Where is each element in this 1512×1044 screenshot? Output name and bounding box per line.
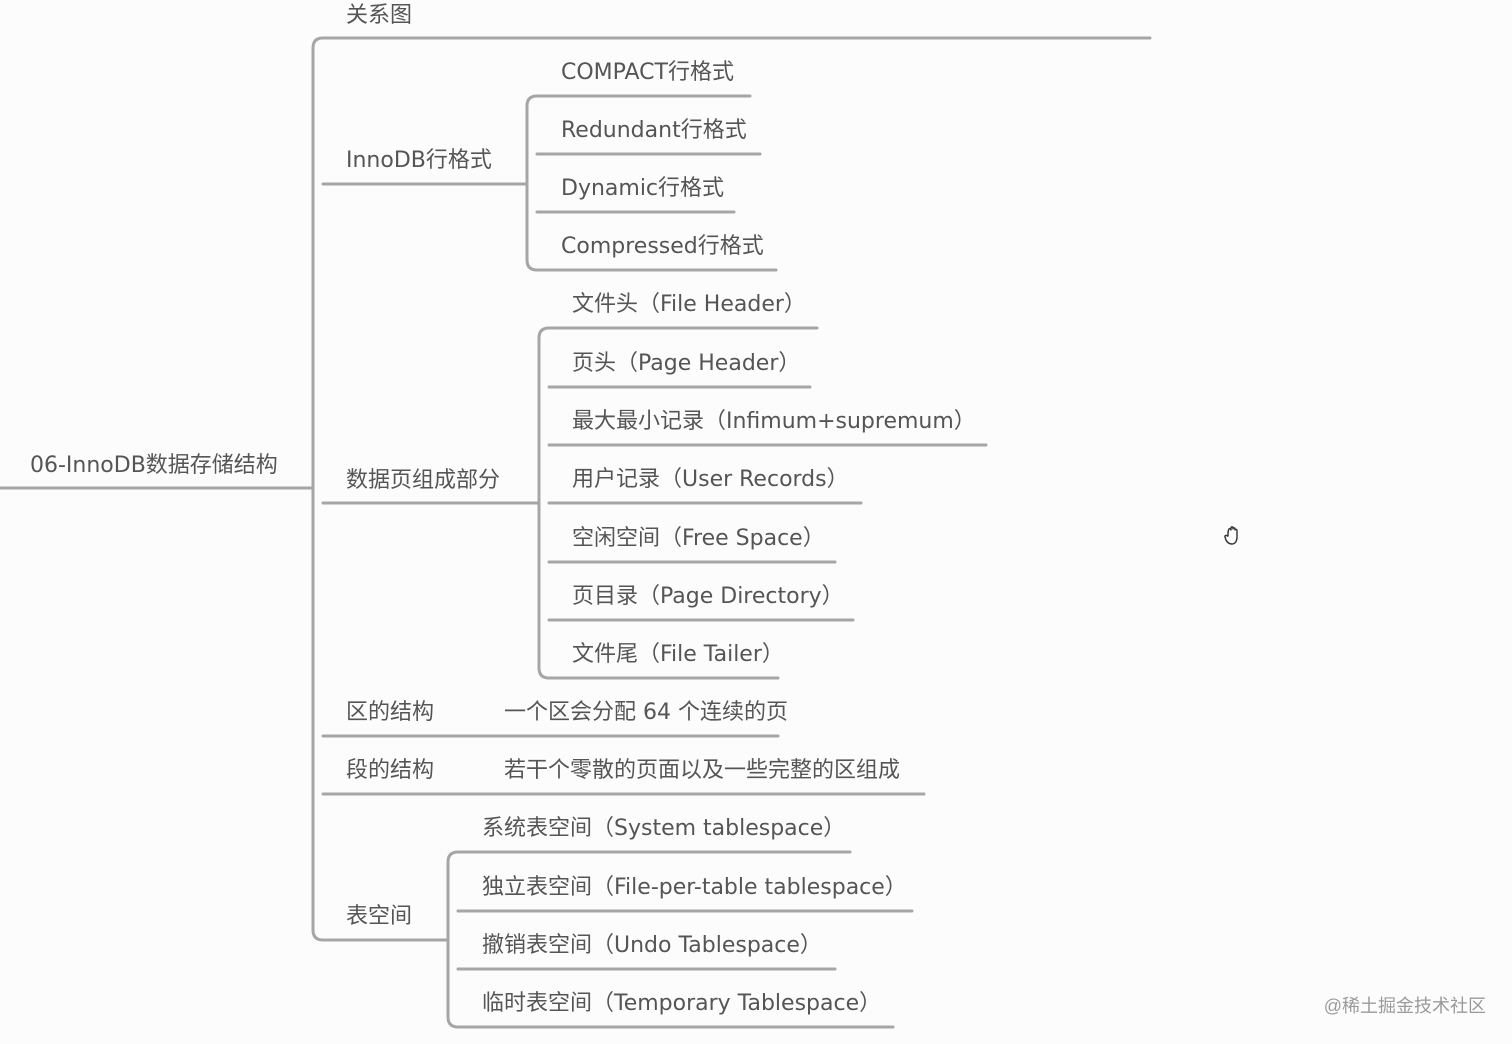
branch-1-child-0-label[interactable]: COMPACT行格式 [561, 60, 734, 85]
watermark: @稀土掘金技术社区 [1323, 996, 1486, 1016]
grab-hand-cursor-icon [1224, 526, 1238, 545]
branch-1-child-2-label[interactable]: Dynamic行格式 [561, 176, 725, 201]
level1-spine [311, 36, 325, 942]
branch-0-label[interactable]: 关系图 [346, 3, 413, 28]
branch-5-child-spine [446, 850, 460, 1029]
branch-5-child-1-label[interactable]: 独立表空间（File-per-table tablespace） [482, 875, 907, 900]
branch-1-child-1-label[interactable]: Redundant行格式 [561, 118, 747, 143]
branch-2-child-4-label[interactable]: 空闲空间（Free Space） [572, 526, 825, 551]
branch-1-child-spine [525, 94, 539, 272]
branch-1-child-3-label[interactable]: Compressed行格式 [561, 234, 764, 259]
branch-2-child-6-label[interactable]: 文件尾（File Tailer） [572, 642, 784, 667]
branch-3-description[interactable]: 一个区会分配 64 个连续的页 [504, 700, 788, 725]
root-node-label[interactable]: 06-InnoDB数据存储结构 [30, 453, 278, 478]
branch-2-child-5-label[interactable]: 页目录（Page Directory） [572, 584, 844, 609]
branch-4-label[interactable]: 段的结构 [346, 758, 435, 783]
branch-2-label[interactable]: 数据页组成部分 [346, 468, 501, 493]
branch-2-child-spine [537, 326, 551, 680]
branch-2-child-1-label[interactable]: 页头（Page Header） [572, 351, 801, 376]
branch-5-child-3-label[interactable]: 临时表空间（Temporary Tablespace） [482, 991, 882, 1016]
branch-3-label[interactable]: 区的结构 [346, 700, 435, 725]
branch-5-label[interactable]: 表空间 [346, 904, 413, 929]
branch-2-child-3-label[interactable]: 用户记录（User Records） [572, 467, 849, 492]
branch-4-description[interactable]: 若干个零散的页面以及一些完整的区组成 [504, 758, 901, 783]
branch-5-child-2-label[interactable]: 撤销表空间（Undo Tablespace） [482, 933, 822, 958]
branch-1-label[interactable]: InnoDB行格式 [346, 148, 492, 173]
branch-5-child-0-label[interactable]: 系统表空间（System tablespace） [482, 816, 846, 841]
branch-2-child-2-label[interactable]: 最大最小记录（Infimum+supremum） [572, 409, 976, 434]
branch-2-child-0-label[interactable]: 文件头（File Header） [572, 292, 806, 317]
